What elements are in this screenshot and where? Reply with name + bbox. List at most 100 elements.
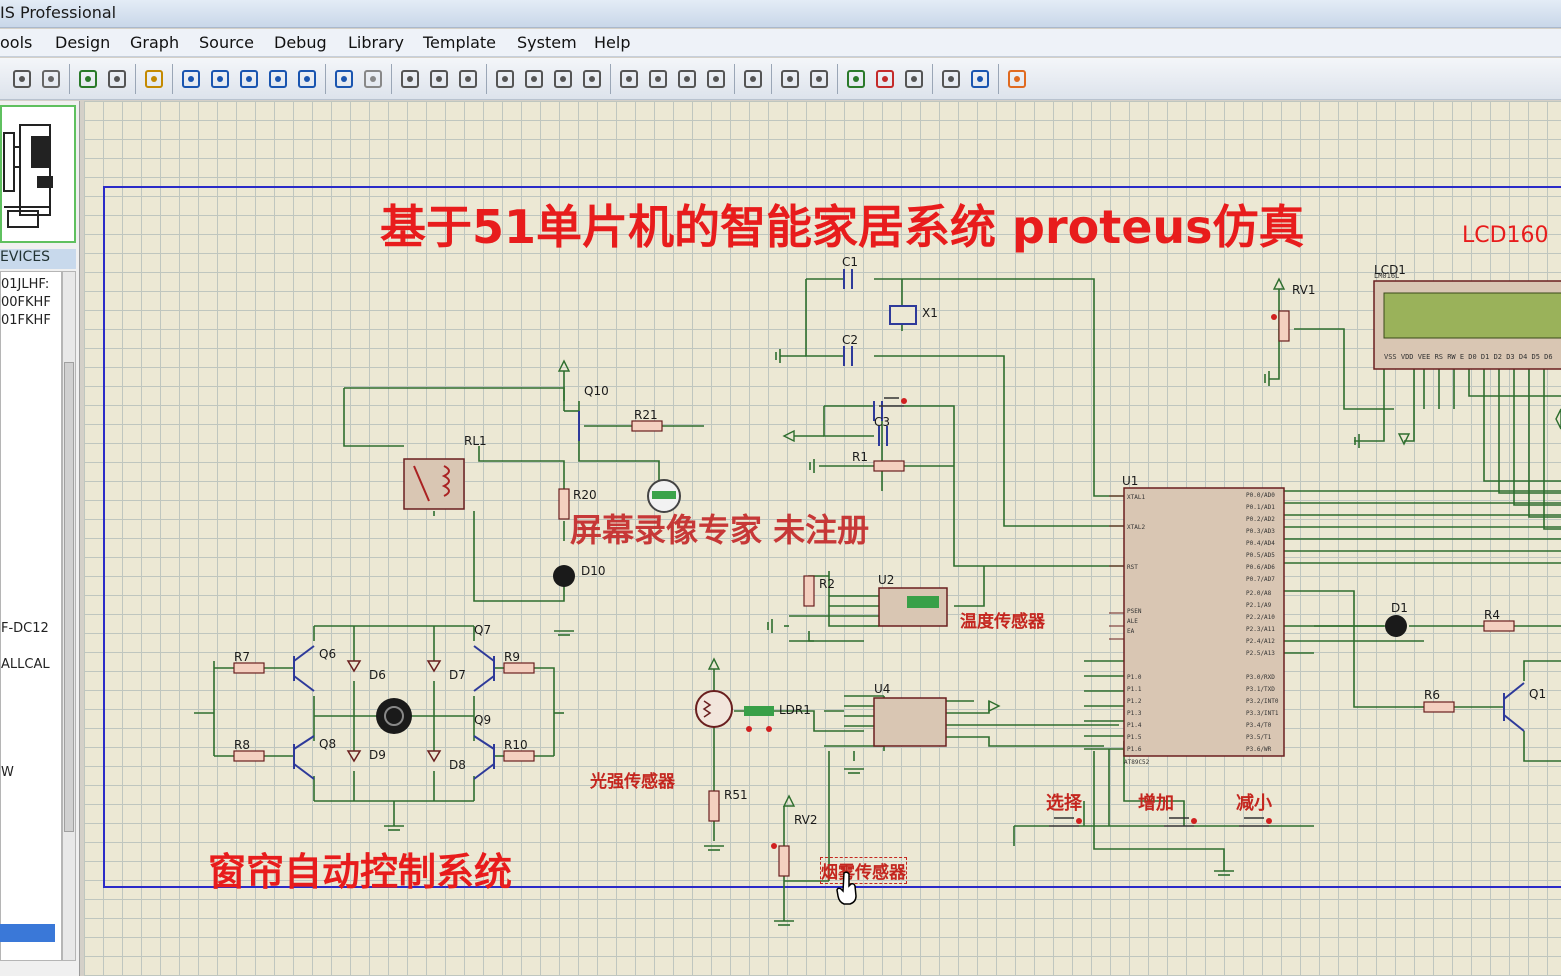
toolbar-separator bbox=[172, 64, 173, 94]
passives bbox=[843, 269, 917, 446]
packaging-icon[interactable] bbox=[675, 67, 699, 91]
ref-c2: C2 bbox=[842, 333, 858, 347]
svg-text:LM016L: LM016L bbox=[1374, 272, 1399, 280]
smoke-sensor-label[interactable]: 烟雾传感器 bbox=[820, 857, 907, 884]
sheet-border bbox=[103, 186, 1561, 888]
ref-r21: R21 bbox=[634, 408, 658, 422]
svg-text:P0.5/AD5: P0.5/AD5 bbox=[1246, 552, 1275, 559]
pick-device-icon[interactable] bbox=[617, 67, 641, 91]
ref-x1: X1 bbox=[922, 306, 938, 320]
block-delete-icon[interactable] bbox=[580, 67, 604, 91]
zoom-in-icon[interactable] bbox=[208, 67, 232, 91]
pan-icon[interactable] bbox=[179, 67, 203, 91]
ref-r2: R2 bbox=[819, 577, 835, 591]
ref-d7: D7 bbox=[449, 668, 466, 682]
copy-icon[interactable] bbox=[427, 67, 451, 91]
svg-text:RST: RST bbox=[1127, 564, 1138, 571]
block-copy-icon[interactable] bbox=[493, 67, 517, 91]
zoom-out-icon[interactable] bbox=[237, 67, 261, 91]
pushbuttons bbox=[879, 397, 1269, 827]
remove-sheet-icon[interactable] bbox=[873, 67, 897, 91]
search-icon[interactable] bbox=[778, 67, 802, 91]
device-item[interactable]: 01JLHF: bbox=[1, 277, 50, 292]
ref-r1: R1 bbox=[852, 450, 868, 464]
svg-text:P2.5/A13: P2.5/A13 bbox=[1246, 650, 1275, 657]
zoom-area-icon[interactable] bbox=[295, 67, 319, 91]
component-refs: C1 C2 C3 X1 R1 U1 RV1 LCD1 Q10 R21 RL1 R… bbox=[234, 255, 1546, 827]
device-item[interactable]: W bbox=[1, 765, 14, 780]
svg-text:P3.2/INT0: P3.2/INT0 bbox=[1246, 698, 1279, 705]
increase-button-label: 增加 bbox=[1138, 793, 1174, 814]
svg-text:P0.1/AD1: P0.1/AD1 bbox=[1246, 504, 1275, 511]
wire-autorouter-icon[interactable] bbox=[741, 67, 765, 91]
svg-text:P1.6: P1.6 bbox=[1127, 746, 1142, 753]
block-move-icon[interactable] bbox=[522, 67, 546, 91]
svg-text:P0.7/AD7: P0.7/AD7 bbox=[1246, 576, 1275, 583]
devices-list[interactable]: 01JLHF: 00FKHF 01FKHF F-DC12 ALLCAL W bbox=[0, 271, 62, 961]
cut-icon[interactable] bbox=[398, 67, 422, 91]
toolbar-separator bbox=[325, 64, 326, 94]
toolbar-separator bbox=[932, 64, 933, 94]
svg-text:P3.4/T0: P3.4/T0 bbox=[1246, 722, 1272, 729]
ares-icon[interactable] bbox=[1005, 67, 1029, 91]
svg-text:P1.4: P1.4 bbox=[1127, 722, 1142, 729]
overview-window[interactable] bbox=[0, 105, 76, 243]
toolbar-separator bbox=[998, 64, 999, 94]
device-item[interactable]: 00FKHF bbox=[1, 295, 51, 310]
undo-icon[interactable] bbox=[332, 67, 356, 91]
device-item[interactable]: F-DC12 bbox=[1, 621, 49, 636]
light-sensor-label: 光强传感器 bbox=[590, 772, 675, 792]
zoom-all-icon[interactable] bbox=[266, 67, 290, 91]
svg-text:P1.2: P1.2 bbox=[1127, 698, 1142, 705]
svg-text:P1.5: P1.5 bbox=[1127, 734, 1142, 741]
ref-r9: R9 bbox=[504, 650, 520, 664]
print-icon[interactable] bbox=[10, 67, 34, 91]
new-sheet-icon[interactable] bbox=[844, 67, 868, 91]
svg-text:P0.3/AD3: P0.3/AD3 bbox=[1246, 528, 1275, 535]
redo-icon[interactable] bbox=[361, 67, 385, 91]
device-item[interactable]: 01FKHF bbox=[1, 313, 51, 328]
menu-tools[interactable]: ools bbox=[0, 33, 33, 52]
origin-icon[interactable] bbox=[142, 67, 166, 91]
menu-design[interactable]: Design bbox=[55, 33, 111, 52]
motor bbox=[376, 698, 412, 734]
menu-library[interactable]: Library bbox=[348, 33, 404, 52]
refresh-icon[interactable] bbox=[76, 67, 100, 91]
svg-text:P1.1: P1.1 bbox=[1127, 686, 1142, 693]
toolbar-separator bbox=[837, 64, 838, 94]
property-tool-icon[interactable] bbox=[807, 67, 831, 91]
ref-u1: U1 bbox=[1122, 474, 1138, 488]
ref-q6: Q6 bbox=[319, 647, 336, 661]
curtain-system-label: 窗帘自动控制系统 bbox=[208, 850, 513, 894]
paste-icon[interactable] bbox=[456, 67, 480, 91]
grid-icon[interactable] bbox=[105, 67, 129, 91]
title-bar: IS Professional bbox=[0, 0, 1561, 28]
menu-graph[interactable]: Graph bbox=[130, 33, 180, 52]
make-device-icon[interactable] bbox=[646, 67, 670, 91]
devices-scrollbar[interactable] bbox=[62, 271, 76, 961]
ref-lcd1: LCD1 bbox=[1374, 263, 1406, 277]
ref-d8: D8 bbox=[449, 758, 466, 772]
ref-d9: D9 bbox=[369, 748, 386, 762]
bom-icon[interactable] bbox=[939, 67, 963, 91]
exit-parent-icon[interactable] bbox=[902, 67, 926, 91]
menu-debug[interactable]: Debug bbox=[274, 33, 327, 52]
scrollbar-thumb[interactable] bbox=[64, 362, 74, 832]
menu-help[interactable]: Help bbox=[594, 33, 631, 52]
svg-text:P3.3/INT1: P3.3/INT1 bbox=[1246, 710, 1279, 717]
decompose-icon[interactable] bbox=[704, 67, 728, 91]
menu-source[interactable]: Source bbox=[199, 33, 254, 52]
selected-device-bar bbox=[0, 924, 55, 942]
erc-icon[interactable] bbox=[968, 67, 992, 91]
device-item[interactable]: ALLCAL bbox=[1, 657, 50, 672]
menu-system[interactable]: System bbox=[517, 33, 577, 52]
block-rotate-icon[interactable] bbox=[551, 67, 575, 91]
led-d1 bbox=[1385, 615, 1407, 637]
page-icon[interactable] bbox=[39, 67, 63, 91]
svg-text:P2.4/A12: P2.4/A12 bbox=[1246, 638, 1275, 645]
menu-template[interactable]: Template bbox=[423, 33, 497, 52]
svg-text:P2.3/A11: P2.3/A11 bbox=[1246, 626, 1275, 633]
temp-sensor-label: 温度传感器 bbox=[960, 612, 1045, 632]
